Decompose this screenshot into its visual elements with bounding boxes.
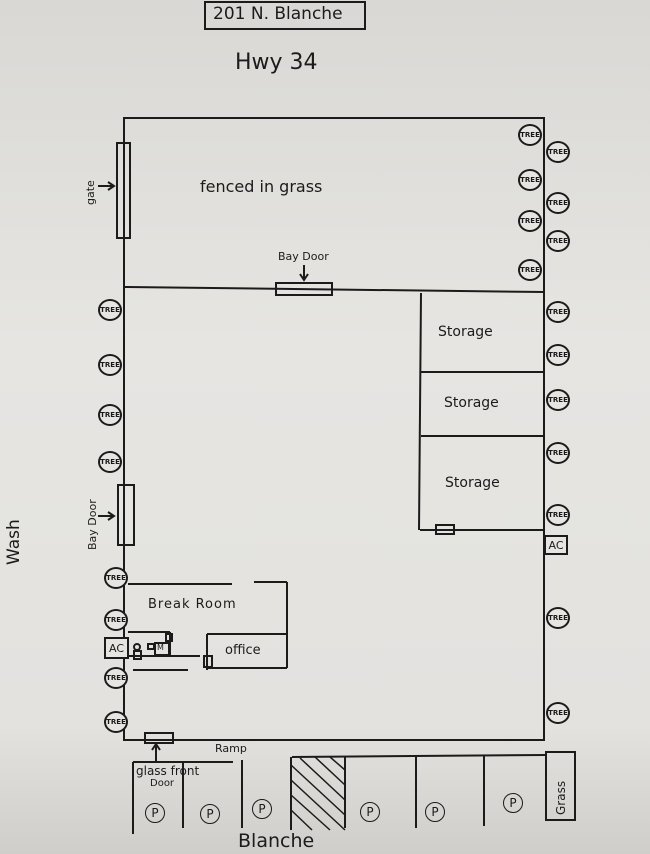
- tree-icon: TREE: [546, 344, 570, 366]
- front-door-label-1: glass front: [136, 764, 200, 778]
- bay-door-top-label: Bay Door: [278, 250, 329, 263]
- parking-icon: P: [503, 793, 523, 813]
- tree-icon: TREE: [98, 299, 122, 321]
- microwave: [154, 642, 170, 656]
- tree-icon: TREE: [546, 389, 570, 411]
- parking-icon: P: [200, 804, 220, 824]
- storage-wall: [418, 292, 422, 531]
- address-box: [204, 1, 366, 30]
- grass-strip: [545, 751, 576, 821]
- bay-door-side: [117, 484, 135, 546]
- tree-icon: TREE: [546, 301, 570, 323]
- office-label: office: [225, 643, 261, 658]
- tree-icon: TREE: [546, 702, 570, 724]
- gate-label: gate: [84, 180, 97, 205]
- tree-icon: TREE: [518, 169, 542, 191]
- tree-icon: TREE: [98, 451, 122, 473]
- tree-icon: TREE: [518, 124, 542, 146]
- fenced-grass-label: fenced in grass: [200, 177, 323, 196]
- ac-unit-west: AC: [104, 637, 129, 659]
- storage-3-label: Storage: [445, 475, 500, 491]
- break-room-label: Break Room: [148, 597, 237, 612]
- tree-icon: TREE: [546, 607, 570, 629]
- grass-strip-label: Grass: [554, 780, 568, 815]
- parking-icon: P: [425, 802, 445, 822]
- ramp-label: Ramp: [215, 742, 247, 755]
- tree-icon: TREE: [546, 230, 570, 252]
- north-street-label: Hwy 34: [235, 50, 318, 75]
- tree-icon: TREE: [546, 442, 570, 464]
- parking-icon: P: [252, 799, 272, 819]
- south-street-label: Blanche: [238, 830, 315, 852]
- tree-icon: TREE: [98, 354, 122, 376]
- tree-icon: TREE: [104, 711, 128, 733]
- tree-icon: TREE: [104, 667, 128, 689]
- bay-door-side-label: Bay Door: [86, 499, 99, 550]
- tree-icon: TREE: [518, 210, 542, 232]
- parking-icon: P: [360, 802, 380, 822]
- microwave-label: M: [157, 643, 164, 652]
- yard-wall: [123, 286, 545, 293]
- storage-1-label: Storage: [438, 324, 493, 340]
- hatched-space: [290, 756, 346, 831]
- tree-icon: TREE: [104, 609, 128, 631]
- property-outline: [123, 117, 545, 741]
- tree-icon: TREE: [546, 504, 570, 526]
- tree-icon: TREE: [546, 141, 570, 163]
- ac-unit-east: AC: [544, 535, 568, 555]
- west-street-label: Wash: [4, 519, 24, 565]
- storage-2-label: Storage: [444, 395, 499, 411]
- tree-icon: TREE: [518, 259, 542, 281]
- tree-icon: TREE: [98, 404, 122, 426]
- front-door-label-2: Door: [150, 778, 175, 789]
- bay-door-top: [275, 282, 333, 296]
- gate: [116, 142, 131, 239]
- front-door: [144, 732, 174, 744]
- parking-icon: P: [145, 803, 165, 823]
- address-label: 201 N. Blanche: [213, 4, 343, 24]
- tree-icon: TREE: [104, 567, 128, 589]
- tree-icon: TREE: [546, 192, 570, 214]
